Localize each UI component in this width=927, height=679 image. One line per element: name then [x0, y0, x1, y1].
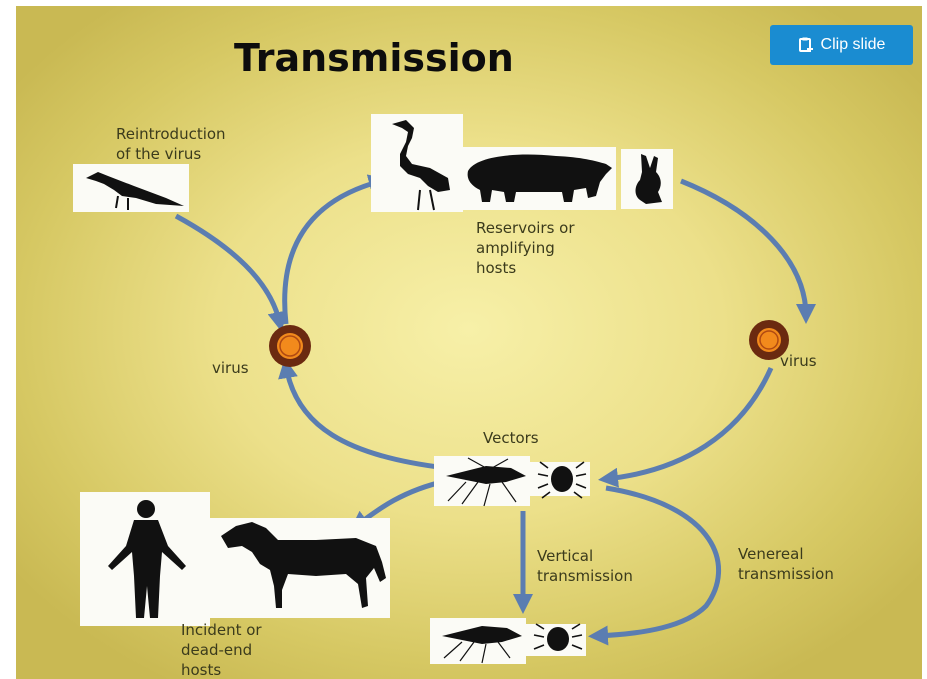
- slide: Transmission Reintroduction of the virus…: [16, 6, 922, 679]
- vectors-image-bottom: [430, 618, 586, 664]
- label-reservoirs: Reservoirs or amplifying hosts: [476, 219, 575, 277]
- label-virus-right: virus: [780, 352, 817, 370]
- arrow-venereal: [588, 485, 722, 646]
- label-reintroduction: Reintroduction of the virus: [116, 125, 226, 163]
- virus-particle-right: [749, 320, 789, 360]
- heron-image: [371, 114, 463, 212]
- clip-slide-label: Clip slide: [820, 36, 886, 53]
- clip-slide-button[interactable]: Clip slide: [770, 25, 913, 65]
- arrow-crow-to-virus: [174, 213, 288, 332]
- crow-image: [73, 164, 189, 212]
- label-venereal-transmission: Venereal transmission: [738, 545, 834, 583]
- vectors-image-top: [434, 456, 590, 507]
- horse-silhouette: [221, 522, 386, 608]
- arrow-hosts-to-virus: [680, 178, 816, 324]
- label-dead-end-hosts: Incident or dead-end hosts: [181, 621, 262, 679]
- clipboard-plus-icon: [798, 37, 814, 53]
- dead-end-hosts-image: [80, 492, 390, 626]
- rabbit-image: [621, 149, 673, 209]
- arrow-virus-to-vectors: [598, 366, 774, 488]
- transmission-diagram: [73, 114, 816, 664]
- arrow-virus-to-heron: [282, 174, 389, 325]
- human-silhouette: [108, 500, 186, 618]
- pig-image: [462, 147, 616, 210]
- slide-title: Transmission: [234, 36, 514, 80]
- label-vectors: Vectors: [483, 429, 539, 447]
- label-virus-left: virus: [212, 359, 249, 377]
- virus-particle-left: [269, 325, 311, 367]
- arrow-vectors-to-virus: [278, 358, 447, 471]
- label-vertical-transmission: Vertical transmission: [537, 547, 633, 585]
